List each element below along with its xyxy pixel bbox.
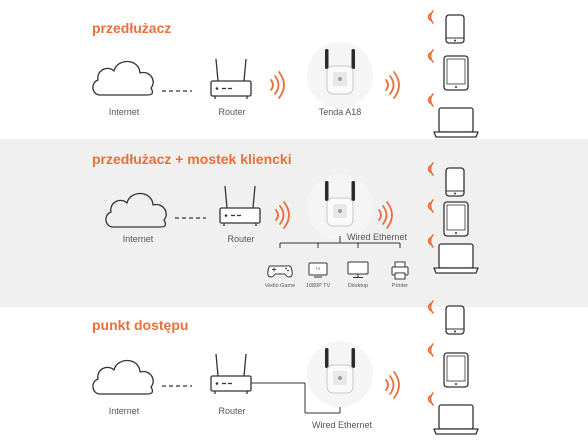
wifi-waves-icon [427,234,434,248]
internet-label: Internet [122,234,154,244]
phone-icon [445,305,465,335]
tablet-icon [443,352,469,388]
device-label: Printer [391,283,409,289]
phone-icon [445,167,465,197]
wifi-waves-icon [275,201,290,229]
wifi-waves-icon [427,162,434,176]
wifi-waves-icon [427,300,434,314]
device-label: 1080P TV [305,283,331,289]
router-icon [210,353,252,395]
extender-icon [306,41,374,109]
section-extender-bg [0,0,588,139]
tv-icon [308,262,328,278]
device-label: Desktop [347,283,369,289]
extender-label: Tenda A18 [318,107,362,117]
wifi-waves-icon [378,201,393,229]
laptop-icon [433,243,479,274]
gamepad-icon [267,265,293,278]
router-label: Router [218,406,246,416]
extender-icon [306,340,374,408]
wifi-waves-icon [385,71,400,99]
router-label: Router [227,234,255,244]
device-label: Vedio Game [264,283,296,289]
section-title: przedłużacz + mostek kliencki [92,151,292,167]
internet-label: Internet [108,406,140,416]
wifi-waves-icon [427,199,434,213]
wifi-waves-icon [385,371,400,399]
printer-icon [391,261,409,280]
wifi-waves-icon [427,343,434,357]
phone-icon [445,14,465,44]
desktop-icon [347,261,369,278]
wifi-waves-icon [427,93,434,107]
router-icon [219,185,261,227]
tablet-icon [443,55,469,91]
wifi-waves-icon [427,10,434,24]
cloud-icon [92,359,154,395]
laptop-icon [433,404,479,435]
wired-ethernet-label: Wired Ethernet [311,420,373,430]
internet-label: Internet [108,107,140,117]
tablet-icon [443,201,469,237]
section-title: punkt dostępu [92,317,189,333]
cloud-icon [105,192,167,228]
cloud-icon [92,60,154,96]
wifi-waves-icon [427,392,434,406]
extender-icon [306,173,374,241]
section-title: przedłużacz [92,20,172,36]
section-client-bridge-bg [0,139,588,307]
wifi-waves-icon [427,49,434,63]
router-label: Router [218,107,246,117]
wired-ethernet-label: Wired Ethernet [346,232,408,242]
laptop-icon [433,107,479,138]
router-icon [210,58,252,100]
wifi-waves-icon [270,71,285,99]
